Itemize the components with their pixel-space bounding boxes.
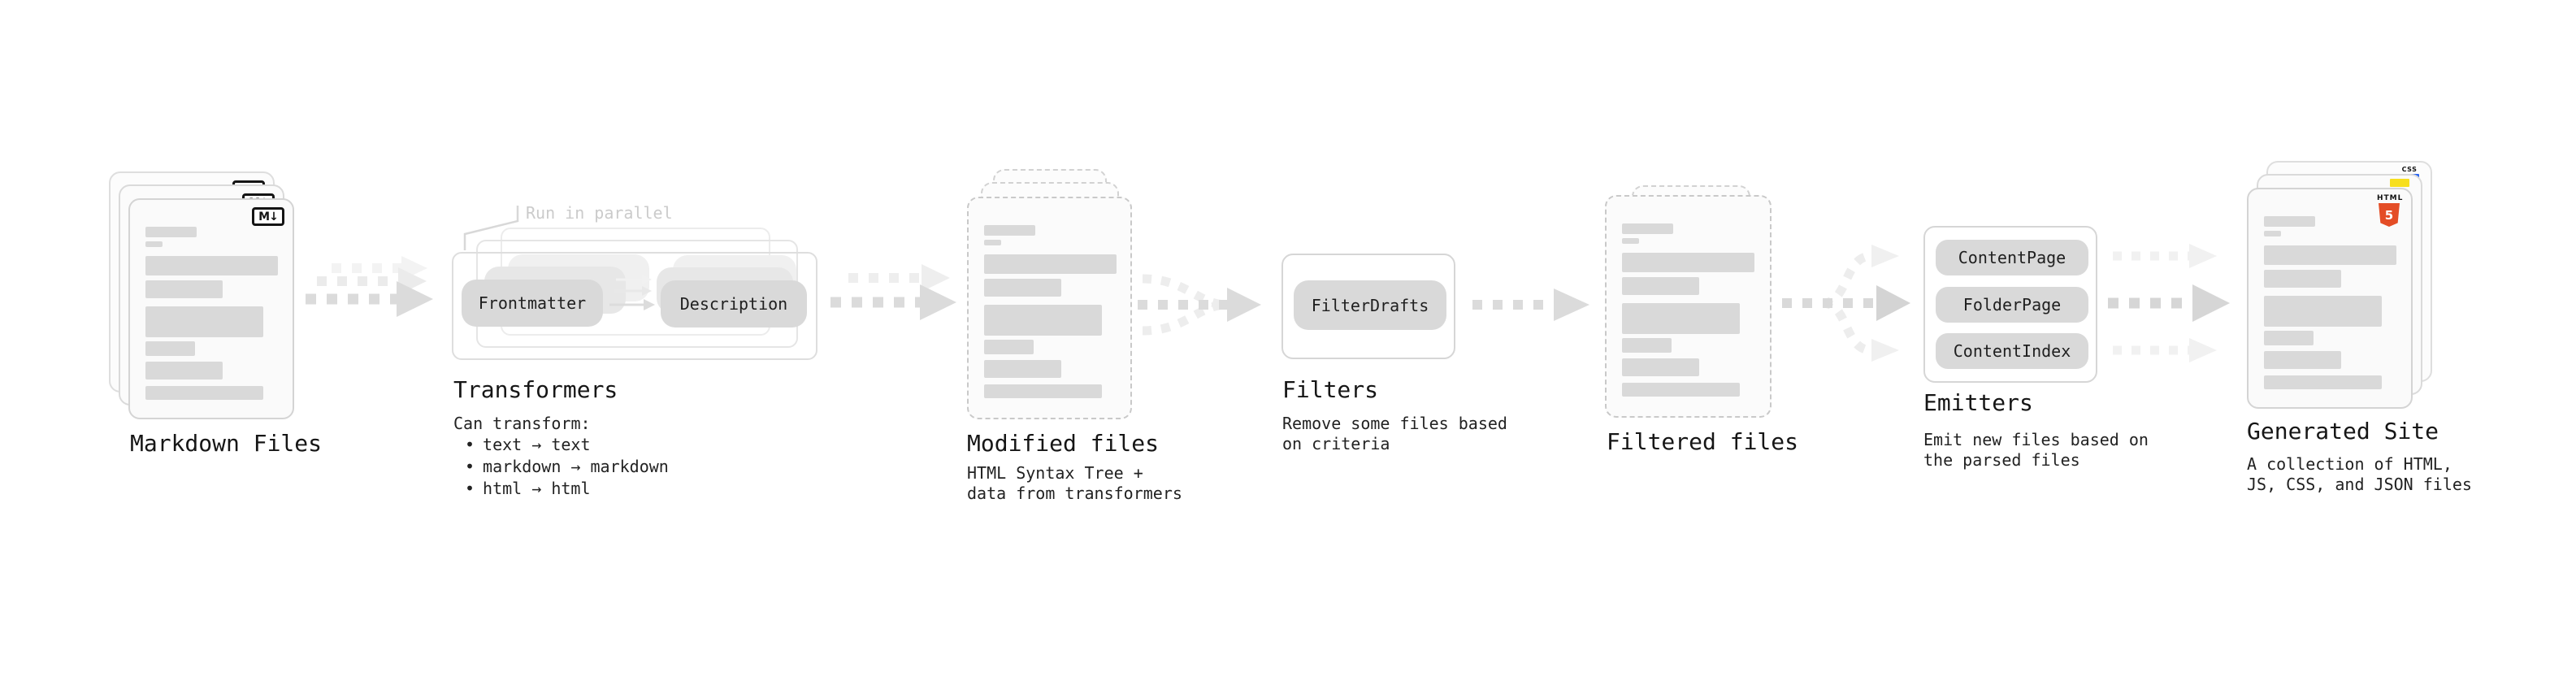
bullet-dot: •: [465, 457, 475, 476]
text-line-bar: [145, 227, 197, 237]
text-line-bar: [1622, 238, 1639, 244]
text-line-bar: [145, 306, 263, 337]
generated-site-title: Generated Site: [2247, 418, 2439, 445]
html5-icon: HTML 5: [2377, 194, 2404, 227]
modified-file-front: [967, 197, 1132, 419]
bullet-dot: •: [465, 479, 475, 498]
text-line-bar: [1622, 358, 1699, 376]
description-pill: Description: [661, 280, 807, 327]
contentindex-pill: ContentIndex: [1936, 333, 2088, 369]
contentpage-pill: ContentPage: [1936, 240, 2088, 275]
text-line-bar: [145, 341, 195, 356]
generated-site-description: A collection of HTML,: [2247, 454, 2452, 474]
annotation-leader-line: [463, 206, 519, 250]
html5-icon-label: HTML: [2377, 194, 2404, 202]
text-line-bar: [2264, 296, 2382, 327]
flow-arrow-markdown-to-transformers: [306, 256, 433, 317]
generated-site-description: JS, CSS, and JSON files: [2247, 475, 2472, 494]
text-line-bar: [2264, 231, 2281, 236]
bullet-text: markdown → markdown: [483, 457, 669, 476]
filters-title: Filters: [1282, 376, 1379, 403]
text-line-bar: [1622, 338, 1672, 353]
generated-file-html: HTML 5: [2247, 188, 2413, 409]
text-line-bar: [145, 256, 278, 275]
text-line-bar: [145, 386, 263, 400]
filters-description: on criteria: [1282, 434, 1390, 453]
css-icon-label: CSS: [2401, 166, 2418, 173]
text-line-bar: [145, 241, 163, 247]
modified-files-title: Modified files: [967, 430, 1160, 457]
text-line-bar: [2264, 216, 2315, 227]
flow-arrow-transformers-to-modified: [830, 264, 956, 320]
flow-arrow-filtered-to-emitters: [1782, 245, 1910, 362]
transform-bullet: • html → html: [465, 479, 591, 498]
folderpage-pill: FolderPage: [1936, 287, 2088, 323]
html5-icon-shield: 5: [2379, 203, 2400, 227]
text-line-bar: [1622, 253, 1754, 272]
text-line-bar: [145, 362, 223, 380]
transform-bullet: • markdown → markdown: [465, 457, 669, 476]
filters-box: FilterDrafts: [1281, 254, 1455, 359]
bullet-text: text → text: [483, 435, 591, 454]
text-line-bar: [1622, 277, 1699, 295]
text-line-bar: [1622, 223, 1673, 234]
filtered-files-title: Filtered files: [1607, 428, 1799, 455]
js-icon: [2390, 179, 2409, 187]
text-line-bar: [2264, 375, 2382, 389]
emitters-box: ContentPage FolderPage ContentIndex: [1923, 226, 2097, 383]
text-line-bar: [2264, 245, 2396, 265]
bullet-text: html → html: [483, 479, 591, 498]
text-line-bar: [2264, 270, 2341, 288]
text-line-bar: [2264, 331, 2314, 345]
transform-bullet: • text → text: [465, 435, 591, 454]
transform-step-arrows: [609, 275, 655, 310]
emitters-description: Emit new files based on: [1923, 430, 2149, 449]
text-line-bar: [984, 240, 1001, 245]
transformer-container-front: [452, 252, 817, 360]
markdown-file-front: M↓: [128, 198, 294, 419]
text-line-bar: [2264, 351, 2341, 369]
flow-arrow-filters-to-filtered: [1472, 288, 1589, 321]
transformers-description: Can transform:: [453, 414, 591, 433]
text-line-bar: [145, 280, 223, 298]
text-line-bar: [984, 279, 1061, 297]
emitters-title: Emitters: [1923, 389, 2033, 416]
flow-arrow-modified-to-filters: [1138, 274, 1261, 336]
text-line-bar: [984, 225, 1035, 236]
transformers-title: Transformers: [453, 376, 618, 403]
markdown-files-title: Markdown Files: [130, 430, 323, 457]
modified-files-description: HTML Syntax Tree +: [967, 463, 1143, 483]
frontmatter-pill: Frontmatter: [462, 280, 603, 327]
text-line-bar: [1622, 303, 1740, 334]
flow-arrow-emitters-to-generated: [2108, 244, 2230, 362]
text-line-bar: [984, 360, 1061, 378]
filters-description: Remove some files based: [1282, 414, 1507, 433]
text-line-bar: [984, 254, 1117, 274]
text-line-bar: [984, 340, 1034, 354]
text-line-bar: [984, 305, 1102, 336]
emitters-description: the parsed files: [1923, 450, 2080, 470]
text-line-bar: [1622, 383, 1740, 397]
text-line-bar: [984, 384, 1102, 398]
bullet-dot: •: [465, 435, 475, 454]
markdown-icon: M↓: [252, 207, 284, 226]
modified-files-description: data from transformers: [967, 484, 1182, 503]
run-in-parallel-annotation: Run in parallel: [526, 203, 673, 223]
filterdrafts-pill: FilterDrafts: [1294, 280, 1446, 330]
filtered-file-front: [1605, 195, 1772, 418]
